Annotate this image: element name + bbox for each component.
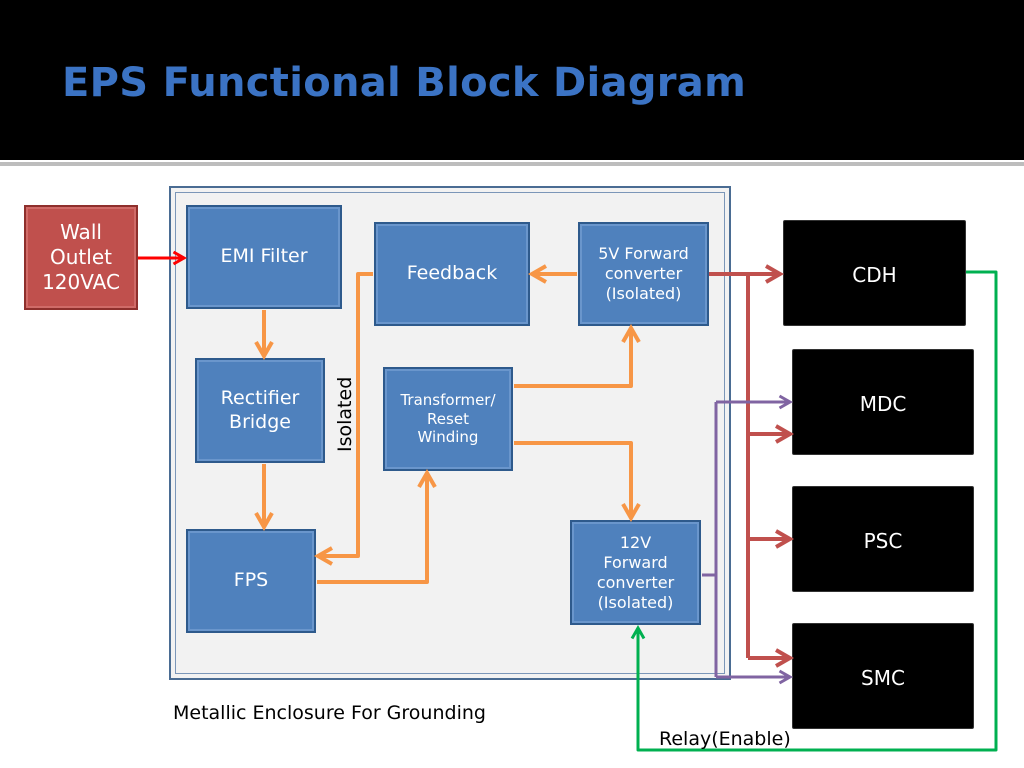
rectifier-bridge-block: Rectifier Bridge: [195, 358, 325, 463]
cdh-label: CDH: [852, 263, 897, 287]
forward-converter-5v-block: 5V Forward converter (Isolated): [578, 222, 709, 326]
emi-filter-block: EMI Filter: [186, 205, 342, 309]
emi-filter-label: EMI Filter: [220, 245, 308, 268]
transformer-label: Transformer/ Reset Winding: [400, 390, 496, 447]
wire-fps-to-transformer: [317, 468, 437, 584]
mdc-label: MDC: [859, 392, 907, 416]
enclosure-label: Metallic Enclosure For Grounding: [173, 702, 486, 724]
rectifier-bridge-label: Rectifier Bridge: [220, 386, 300, 433]
fps-block: FPS: [186, 529, 316, 633]
forward-converter-12v-block: 12V Forward converter (Isolated): [570, 520, 701, 625]
wire-relay-enable: [630, 270, 998, 752]
forward-converter-12v-label: 12V Forward converter (Isolated): [596, 532, 675, 612]
title-divider: [0, 162, 1024, 166]
mdc-block: MDC: [792, 349, 974, 455]
wire-feedback-to-fps: [313, 272, 373, 566]
wall-outlet-block: Wall Outlet 120VAC: [24, 205, 138, 310]
smc-label: SMC: [861, 666, 905, 690]
feedback-block: Feedback: [374, 222, 530, 326]
psc-block: PSC: [792, 486, 974, 592]
wall-outlet-label: Wall Outlet 120VAC: [42, 220, 120, 294]
feedback-label: Feedback: [406, 262, 498, 285]
forward-converter-5v-label: 5V Forward converter (Isolated): [598, 244, 689, 303]
wire-transformer-to-12v: [514, 441, 641, 523]
psc-label: PSC: [863, 529, 903, 553]
wire-transformer-to-5v: [514, 323, 641, 388]
page-title: EPS Functional Block Diagram: [62, 60, 747, 106]
fps-label: FPS: [233, 569, 269, 592]
smc-block: SMC: [792, 623, 974, 729]
isolated-label: Isolated: [334, 376, 356, 452]
cdh-block: CDH: [783, 220, 966, 326]
transformer-block: Transformer/ Reset Winding: [383, 367, 513, 471]
relay-label: Relay(Enable): [659, 728, 791, 750]
